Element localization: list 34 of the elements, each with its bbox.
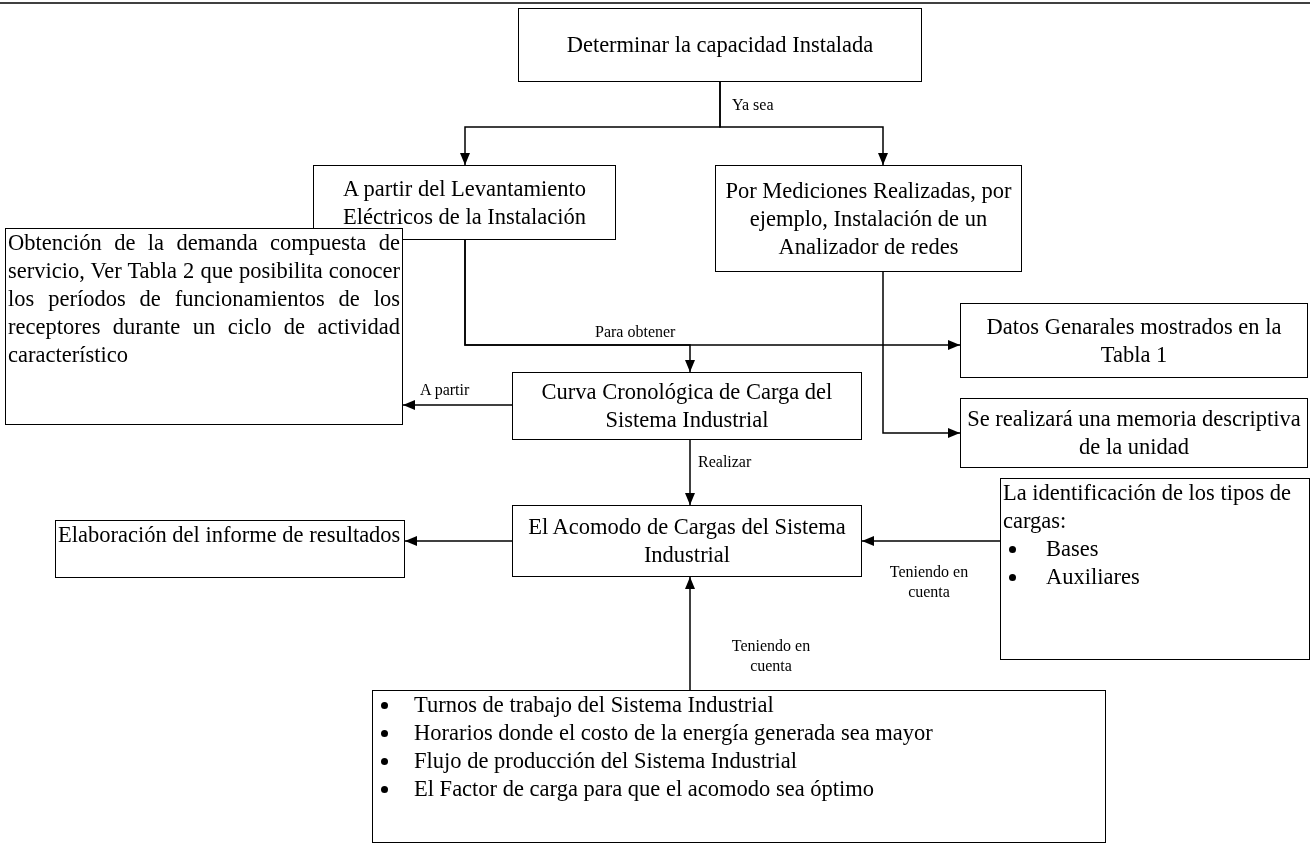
process-box xyxy=(518,8,922,82)
arrow xyxy=(685,576,695,691)
arrow xyxy=(685,439,695,506)
list-item: Flujo de producción del Sistema Industrial xyxy=(414,747,798,775)
arrow xyxy=(882,271,961,438)
box-text: Datos Genarales mostrados en la Tabla 1 xyxy=(985,312,1283,369)
arrow xyxy=(464,239,695,373)
process-box xyxy=(372,690,1106,843)
process-box xyxy=(5,228,403,425)
arrow xyxy=(861,536,1001,546)
process-box xyxy=(55,520,405,578)
box-text: Por Mediciones Realizadas, por ejemplo, Instalación de un Analizador de redes xyxy=(724,176,1013,261)
list-item: El Factor de carga para que el acomodo sea óptimo xyxy=(414,775,875,803)
list-item: Auxiliares xyxy=(1046,563,1140,591)
box-text: A partir del Levantamiento Eléctricos de la Instalación xyxy=(341,174,587,231)
arrow xyxy=(404,536,513,546)
box-text: Obtención de la demanda compuesta de servicio, Ver Tabla 2 que posibilita conocer los períodos de funcionamientos de los receptores durante un ciclo de actividad característico xyxy=(8,229,400,369)
box-text: El Acomodo de Cargas del Sistema Industrial xyxy=(527,513,847,569)
list-item: Bases xyxy=(1046,535,1099,563)
arrow xyxy=(402,400,513,410)
list-item: Turnos de trabajo del Sistema Industrial xyxy=(414,691,774,719)
process-box xyxy=(715,165,1022,272)
process-box xyxy=(1000,478,1310,660)
list-item: Horarios donde el costo de la energía generada sea mayor xyxy=(414,719,933,747)
process-box xyxy=(512,505,862,577)
arrow xyxy=(719,81,888,166)
process-box xyxy=(512,372,862,440)
box-text: Se realizará una memoria descriptiva de la unidad xyxy=(967,405,1301,461)
process-box xyxy=(960,303,1308,378)
box-text: Curva Cronológica de Carga del Sistema Industrial xyxy=(540,378,834,434)
box-text: Elaboración del informe de resultados xyxy=(58,521,402,549)
box-text: Determinar la capacidad Instalada xyxy=(565,31,875,59)
process-box xyxy=(960,398,1308,468)
box-text: La identificación de los tipos de cargas: xyxy=(1003,479,1293,535)
